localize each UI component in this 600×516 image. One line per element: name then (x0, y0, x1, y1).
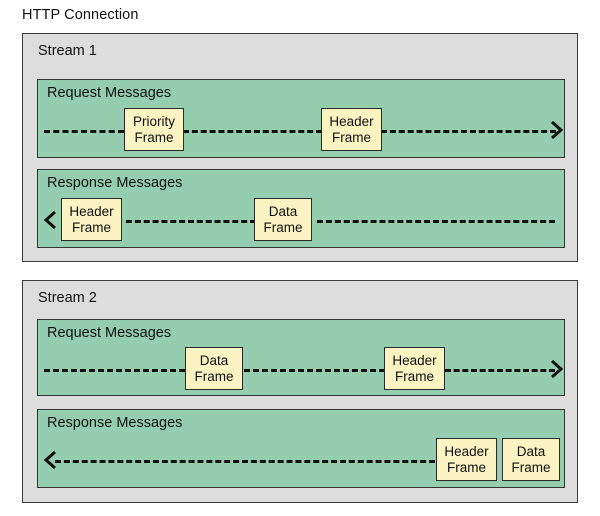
flow-line-segment (126, 220, 256, 223)
stream-1-container: Stream 1 Request Messages Priority Frame… (22, 33, 578, 262)
stream-2-container: Stream 2 Request Messages Data Frame Hea… (22, 280, 578, 503)
frame-label-line2: Frame (331, 129, 371, 145)
chevron-left-icon (43, 450, 57, 470)
flow-line-segment (44, 130, 124, 133)
stream-2-request-label: Request Messages (47, 325, 172, 341)
flow-line-segment (445, 369, 555, 372)
frame-label-line2: Frame (263, 219, 303, 235)
frame-label-line1: Data (516, 443, 546, 459)
frame-label-line2: Frame (134, 129, 174, 145)
stream-1-request-label: Request Messages (47, 85, 172, 101)
frame-label-line1: Data (268, 203, 298, 219)
frame-label-line2: Frame (446, 459, 486, 475)
stream-2-response-band: Response Messages Header Frame Data Fram… (37, 409, 565, 488)
header-frame[interactable]: Header Frame (61, 198, 122, 241)
flow-line-segment (183, 130, 322, 133)
frame-label-line1: Header (444, 443, 489, 459)
frame-label-line1: Priority (132, 113, 175, 129)
page-title: HTTP Connection (22, 7, 139, 23)
frame-label-line1: Header (392, 352, 437, 368)
header-frame[interactable]: Header Frame (436, 438, 497, 481)
stream-2-request-band: Request Messages Data Frame Header Frame (37, 319, 565, 396)
data-frame[interactable]: Data Frame (254, 198, 312, 241)
flow-line-segment (55, 460, 435, 463)
flow-line-segment (317, 220, 555, 223)
frame-label-line1: Data (199, 352, 229, 368)
frame-label-line2: Frame (194, 368, 234, 384)
flow-line-segment (44, 369, 185, 372)
chevron-right-icon (550, 359, 564, 379)
flow-line-segment (244, 369, 385, 372)
header-frame[interactable]: Header Frame (321, 108, 382, 151)
chevron-right-icon (550, 120, 564, 140)
data-frame[interactable]: Data Frame (502, 438, 560, 481)
stream-2-response-label: Response Messages (47, 415, 183, 431)
data-frame[interactable]: Data Frame (185, 347, 243, 390)
stream-1-request-band: Request Messages Priority Frame Header F… (37, 79, 565, 158)
stream-1-label: Stream 1 (38, 43, 97, 59)
stream-1-response-band: Response Messages Header Frame Data Fram… (37, 169, 565, 248)
priority-frame[interactable]: Priority Frame (124, 108, 184, 151)
frame-label-line2: Frame (394, 368, 434, 384)
flow-line-segment (381, 130, 556, 133)
frame-label-line1: Header (329, 113, 374, 129)
header-frame[interactable]: Header Frame (384, 347, 445, 390)
frame-label-line2: Frame (511, 459, 551, 475)
frame-label-line1: Header (69, 203, 114, 219)
frame-label-line2: Frame (71, 219, 111, 235)
stream-1-response-label: Response Messages (47, 175, 183, 191)
stream-2-label: Stream 2 (38, 290, 97, 306)
chevron-left-icon (43, 210, 57, 230)
